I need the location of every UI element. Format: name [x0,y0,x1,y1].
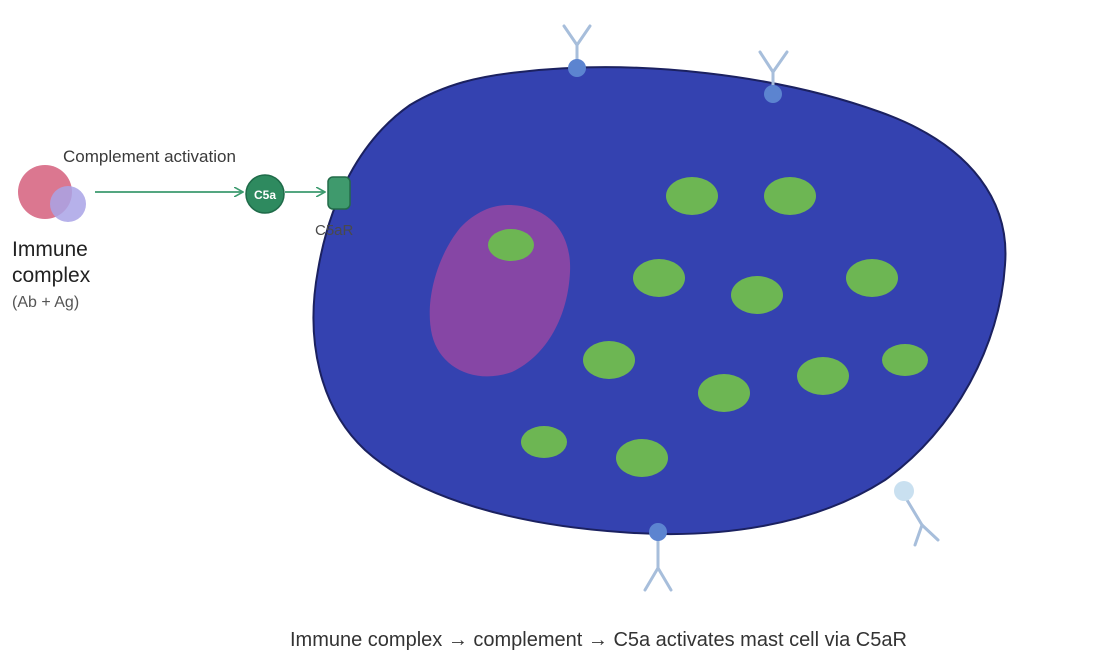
immune-complex-label-line1: Immune [12,238,88,261]
antibody-circle [50,186,86,222]
granule [797,357,849,395]
fc-receptor-dot [649,523,667,541]
granule [764,177,816,215]
granule [488,229,534,261]
granule [521,426,567,458]
immune-complex [18,165,86,222]
ige-receptor-top-right [758,50,789,103]
granule [633,259,685,297]
granule [882,344,928,376]
complement-activation-label: Complement activation [63,147,236,166]
c5a-molecule [245,174,285,214]
c5ar-receptor [327,176,351,210]
immune-complex-sublabel: (Ab + Ag) [12,294,79,311]
granule [616,439,668,477]
nucleus [429,205,571,377]
granule [583,341,635,379]
c5ar-label: C5aR [315,222,354,239]
fc-receptor-dot [568,59,586,77]
granule [666,177,718,215]
granules [488,177,928,477]
granule [698,374,750,412]
granule [731,276,783,314]
diagram-caption: Immune complex → complement → C5a activa… [290,629,907,651]
fc-receptor-dot [764,85,782,103]
fc-receptor-dot [894,481,914,501]
ige-receptor-bottom-right [894,481,940,547]
c5a-label: C5a [254,188,276,202]
immune-complex-label-line2: complex [12,264,91,287]
granule [846,259,898,297]
ige-receptor-bottom [643,523,673,592]
ige-receptor-top-left [562,24,592,77]
